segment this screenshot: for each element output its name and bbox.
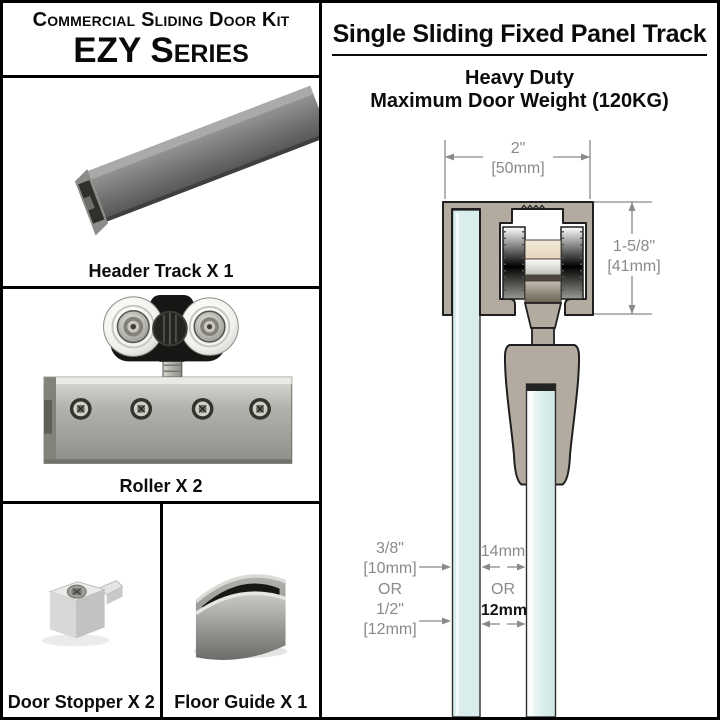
sliding-glass-panel [525,383,557,717]
door-stopper-panel: Door Stopper X 2 [3,504,160,717]
hanger-strap [523,302,563,329]
floor-guide-panel: Floor Guide X 1 [162,504,319,717]
thickness-or: OR [378,581,402,598]
header-track-photo [74,85,319,236]
track-height-inches: 1-5/8" [613,238,655,255]
title-underline [332,54,707,56]
header-track-profile [442,201,594,316]
kit-title-box: Commercial Sliding Door Kit EZY Series [3,3,319,75]
track-width-mm: [50mm] [491,160,544,177]
gap-or: OR [491,581,515,598]
gap-opt1: 14mm [481,543,525,560]
roller-panel: Roller X 2 [3,289,319,501]
gap-opt2: 12mm [481,602,527,619]
glass-thickness-labels: 3/8" [10mm] OR 1/2" [12mm] [363,540,451,638]
duty-line1: Heavy Duty [465,67,574,89]
floor-guide-body [194,574,286,660]
thickness-opt1-in: 3/8" [376,540,404,557]
thickness-opt1-mm: [10mm] [363,560,416,577]
roller-hub [524,239,562,304]
spec-inner: Single Sliding Fixed Panel Track Heavy D… [322,3,717,717]
kit-title-line1: Commercial Sliding Door Kit [32,9,290,31]
arrow-left [445,153,454,161]
duty-line2: Maximum Door Weight (120KG) [370,90,669,112]
track-width-inches: 2" [511,140,526,157]
thickness-opt2-in: 1/2" [376,601,404,618]
roller-carriage [103,294,239,381]
glass-gap-labels: 14mm OR 12mm [481,543,527,628]
roller-photo [43,294,293,464]
thickness-opt2-mm: [12mm] [363,621,416,638]
track-extrusion-bar [74,85,319,236]
arrow-down [628,305,636,314]
roller-wheel-right [180,297,239,356]
small-parts-row: Door Stopper X 2 [3,504,319,717]
door-stopper-label: Door Stopper X 2 [7,692,155,712]
components-column: Commercial Sliding Door Kit EZY Series [0,0,322,720]
spec-column: Single Sliding Fixed Panel Track Heavy D… [322,0,720,720]
track-serration [520,204,546,210]
track-height-mm: [41mm] [607,258,660,275]
header-track-label: Header Track X 1 [88,261,234,281]
header-track-panel: Header Track X 1 [3,78,319,286]
spec-title: Single Sliding Fixed Panel Track [332,20,707,48]
clamp-screws [69,397,271,420]
door-stopper-body [48,580,124,639]
fixed-glass-panel [451,209,481,717]
kit-title-line2: EZY Series [73,31,249,70]
floor-guide-label: Floor Guide X 1 [174,692,308,712]
arrow-up [628,202,636,211]
door-stopper-photo [41,580,124,647]
hanger-neck [531,327,555,346]
roller-clamp-body [43,376,293,464]
roller-cross-section [502,226,584,304]
arrow-right [581,153,590,161]
roller-label: Roller X 2 [119,476,203,496]
roller-wheel-left [103,296,164,357]
floor-guide-photo [193,574,288,660]
track-cross-section-diagram: 2" [50mm] 1-5/8" [41mm] 3/8" [10mm] OR [363,140,661,717]
